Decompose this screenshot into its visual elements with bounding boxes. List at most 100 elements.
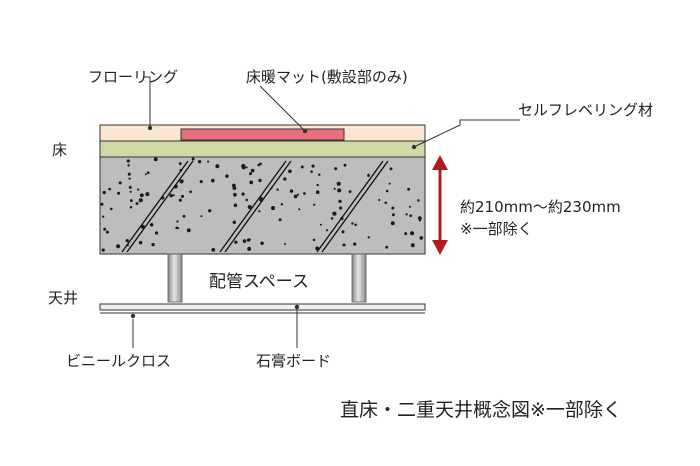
aggregate-dot xyxy=(179,179,184,184)
aggregate-dot xyxy=(390,221,395,226)
aggregate-dot xyxy=(135,202,139,205)
aggregate-dot xyxy=(191,157,195,161)
aggregate-dot xyxy=(207,160,210,163)
aggregate-dot xyxy=(260,241,264,246)
aggregate-dot xyxy=(338,199,342,204)
rebar-lines xyxy=(121,160,389,253)
aggregate-dot xyxy=(283,177,287,181)
aggregate-dot xyxy=(241,192,245,196)
aggregate-dot xyxy=(146,171,150,175)
aggregate-dot xyxy=(303,192,306,195)
aggregate-dot xyxy=(391,213,395,217)
aggregate-dot xyxy=(410,243,415,248)
aggregate-dot xyxy=(175,226,179,230)
aggregate-dot xyxy=(118,181,122,185)
aggregate-dot xyxy=(151,242,155,247)
vinyl-cloth-pointer-dot xyxy=(130,313,136,319)
aggregate-dot xyxy=(208,209,212,213)
aggregate-dot xyxy=(197,160,202,164)
aggregate-dot xyxy=(234,240,238,244)
aggregate-dot xyxy=(342,243,346,247)
aggregate-dot xyxy=(296,193,299,196)
aggregate-dot xyxy=(215,164,220,169)
aggregate-dot xyxy=(337,188,342,193)
leader-lines xyxy=(132,76,520,348)
aggregate-dot xyxy=(126,159,130,163)
aggregate-dot xyxy=(280,203,284,206)
aggregate-dot xyxy=(242,239,247,243)
aggregate-dot xyxy=(378,198,381,202)
aggregate-dot xyxy=(410,231,415,236)
floor-label: 床 xyxy=(52,141,67,159)
aggregate-dot xyxy=(348,190,352,194)
aggregate-dot xyxy=(102,215,105,218)
aggregate-dot xyxy=(353,242,357,246)
aggregate-dot xyxy=(249,180,254,185)
aggregate-dot xyxy=(245,198,248,202)
aggregate-dot xyxy=(149,223,154,227)
flooring-pointer-dot xyxy=(147,125,153,131)
aggregate-dot xyxy=(391,206,395,210)
aggregate-dot xyxy=(343,163,347,167)
aggregate-dot xyxy=(408,205,412,208)
aggregate-dot xyxy=(247,205,252,209)
dimension-note: ※一部除く xyxy=(460,220,533,238)
aggregate-dot xyxy=(417,216,422,221)
aggregate-dot xyxy=(199,180,203,184)
aggregate-dot xyxy=(103,227,107,231)
diagram-caption: 直床・二重天井概念図※一部除く xyxy=(340,398,622,421)
pipe-space-label: 配管スペース xyxy=(209,272,309,292)
aggregate-dot xyxy=(300,165,304,169)
aggregate-dot xyxy=(283,242,287,246)
aggregate-dot xyxy=(145,192,150,197)
aggregate-dot xyxy=(125,239,129,243)
aggregate-dot xyxy=(388,182,391,185)
aggregate-dot xyxy=(318,173,321,176)
aggregate-dot xyxy=(311,164,315,168)
aggregate-dot xyxy=(385,245,389,249)
self-leveling-label: セルフレベリング材 xyxy=(518,101,653,119)
aggregate-dot xyxy=(169,193,173,198)
aggregate-dot xyxy=(109,207,113,211)
heating-mat xyxy=(180,128,345,141)
aggregate-dot xyxy=(260,196,263,200)
aggregate-dot xyxy=(245,166,248,169)
aggregate-dot xyxy=(105,230,109,234)
aggregate-dot xyxy=(325,229,329,232)
vinyl-cloth-label: ビニールクロス xyxy=(66,352,171,370)
aggregate-dot xyxy=(233,192,237,197)
aggregate-dot xyxy=(404,232,408,236)
ceiling-board xyxy=(99,303,426,311)
aggregate-dot xyxy=(129,206,133,209)
aggregate-dot xyxy=(389,167,393,171)
ceiling-hanger-rod-right xyxy=(351,253,367,303)
aggregate-dot xyxy=(367,174,370,177)
aggregate-dot xyxy=(108,187,112,191)
gypsum-board-pointer-dot xyxy=(294,304,300,310)
aggregate-dot xyxy=(316,183,319,187)
aggregate-dot xyxy=(258,210,261,213)
aggregate-dot xyxy=(200,215,203,218)
aggregate-dot xyxy=(137,188,140,191)
aggregate-dot xyxy=(138,198,143,203)
aggregate-dot xyxy=(176,220,179,223)
aggregate-dot xyxy=(367,236,370,239)
aggregate-dot xyxy=(330,217,334,220)
aggregate-dot xyxy=(288,169,292,174)
aggregate-dot xyxy=(232,186,237,191)
aggregate-dot xyxy=(409,214,413,218)
aggregate-dot xyxy=(139,193,144,198)
aggregate-dot xyxy=(407,187,411,191)
aggregate-dot xyxy=(315,190,320,195)
aggregate-dot xyxy=(258,178,262,183)
aggregate-dot xyxy=(312,238,316,242)
aggregate-dot xyxy=(186,228,191,233)
aggregate-dot xyxy=(178,198,182,202)
aggregate-dot xyxy=(138,240,143,245)
aggregate-dot xyxy=(101,248,105,252)
aggregate-dot xyxy=(127,164,130,167)
aggregate-dot xyxy=(298,208,301,211)
aggregate-dot xyxy=(354,223,357,227)
aggregate-dot xyxy=(232,220,237,225)
